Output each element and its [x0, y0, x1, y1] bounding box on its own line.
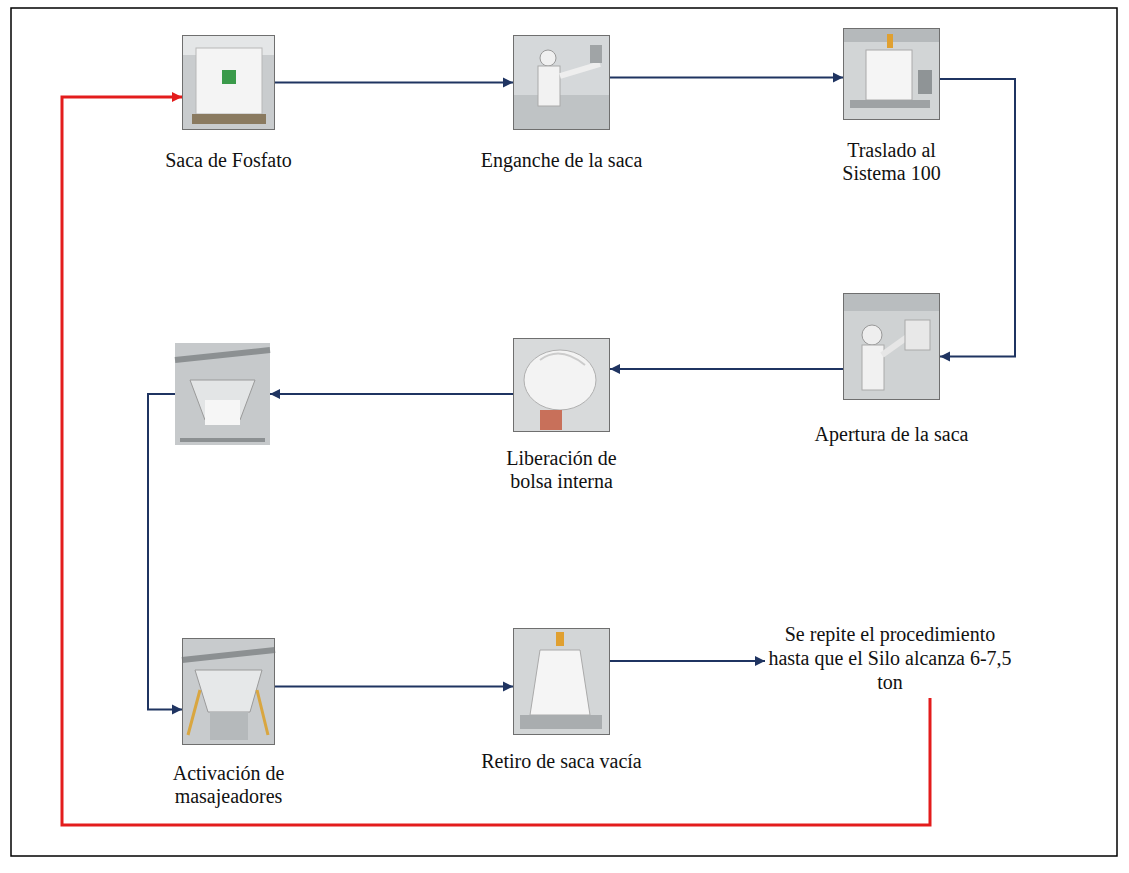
arrow-head [503, 682, 513, 692]
flow-arrow [940, 79, 1015, 357]
flow-arrow [610, 660, 765, 662]
flow-arrow [610, 77, 843, 79]
step-caption: Liberación de bolsa interna [492, 447, 632, 493]
flow-arrow [148, 394, 513, 710]
step-caption: Activación de masajeadores [154, 762, 304, 808]
photo-step: Activación de masajeadores [182, 638, 275, 745]
photo-step: Liberación de bolsa interna [513, 338, 610, 432]
photo-inner-bag [513, 338, 610, 432]
photo-step: Enganche de la saca [513, 35, 610, 130]
arrow-head [755, 656, 765, 666]
step-note: Se repite el procedimiento hasta que el … [765, 622, 1015, 694]
photo-step: Saca de Fosfato [182, 35, 275, 130]
photo-step: Apertura de la saca [843, 293, 940, 400]
photo-hooking [513, 35, 610, 130]
photo-opening [843, 293, 940, 400]
photo-bag [182, 35, 275, 130]
step-caption: Apertura de la saca [762, 423, 1022, 446]
flow-arrow [610, 368, 843, 370]
step-caption: Enganche de la saca [432, 149, 692, 172]
arrow-head [940, 352, 950, 362]
arrow-head [610, 364, 620, 374]
arrow-head [833, 73, 843, 83]
arrow-head [503, 78, 513, 88]
step-caption: Retiro de saca vacía [432, 750, 692, 773]
step-caption: Saca de Fosfato [99, 149, 359, 172]
note-step: Se repite el procedimiento hasta que el … [765, 622, 1015, 694]
photo-transfer [843, 28, 940, 120]
arrow-head [270, 389, 280, 399]
photo-step: Retiro de saca vacía [513, 628, 610, 735]
flow-arrow [275, 686, 513, 688]
flow-arrow [275, 82, 513, 84]
arrow-head [172, 92, 182, 102]
photo-empty-bag [513, 628, 610, 735]
arrow-head [172, 705, 182, 715]
photo-step: Traslado al Sistema 100 [843, 28, 940, 120]
outer-frame [11, 8, 1117, 856]
step-caption: Traslado al Sistema 100 [822, 139, 962, 185]
flow-arrow [62, 97, 930, 825]
photo-massagers [182, 638, 275, 745]
photo-hopper [175, 343, 270, 445]
